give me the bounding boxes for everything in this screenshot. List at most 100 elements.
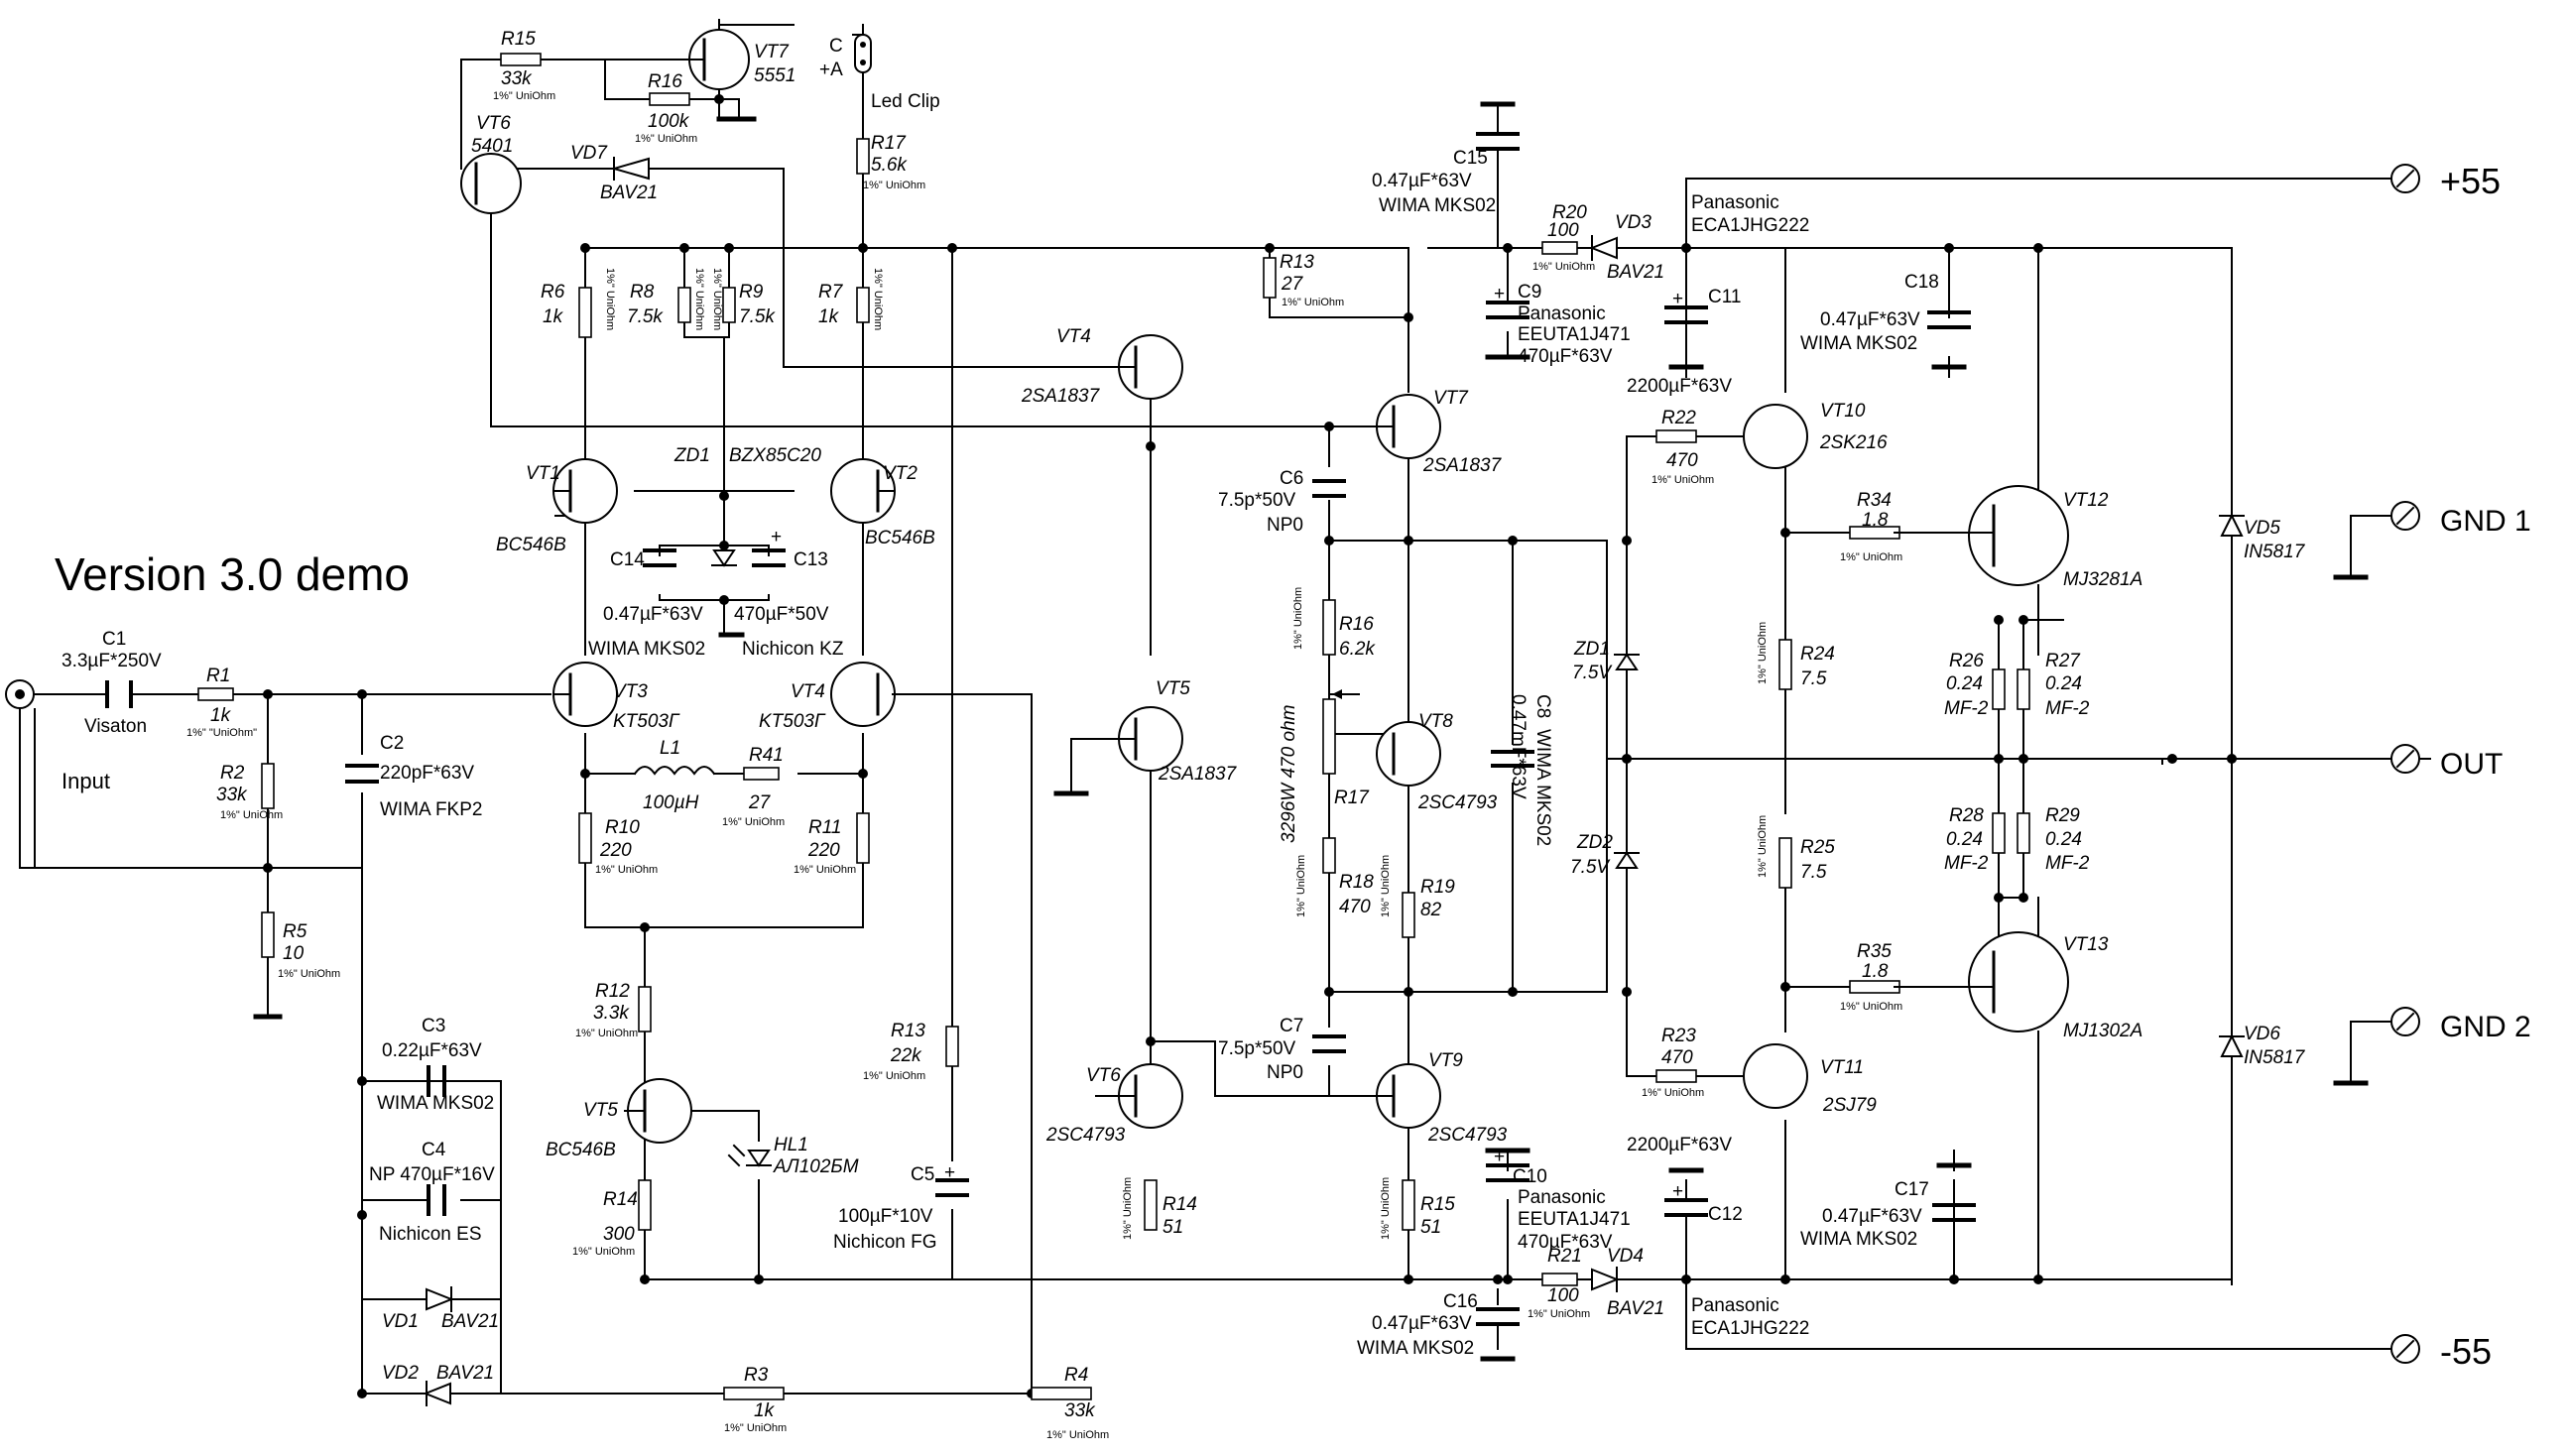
vt12-name: VT12 bbox=[2063, 490, 2109, 511]
c1-name: C1 bbox=[102, 629, 126, 650]
r34-value: 1.8 bbox=[1862, 510, 1889, 531]
r13a-value: 27 bbox=[1281, 274, 1304, 295]
vt3-part: KT503Г bbox=[613, 711, 680, 732]
r26-type: MF-2 bbox=[1944, 698, 1989, 719]
vt5a-name: VT5 bbox=[583, 1100, 618, 1121]
cap-c8 bbox=[1491, 750, 1534, 768]
vd2-part: BAV21 bbox=[436, 1363, 494, 1384]
r12-value: 3.3k bbox=[593, 1003, 630, 1024]
r1-note: 1%" "UniOhm" bbox=[186, 727, 257, 739]
r24-value: 7.5 bbox=[1800, 668, 1827, 689]
r9-note-a: 1%" UniOhm bbox=[711, 268, 723, 330]
r3-note: 1%" UniOhm bbox=[724, 1422, 787, 1434]
c16-name: C16 bbox=[1443, 1291, 1478, 1312]
vt8-part: 2SC4793 bbox=[1417, 792, 1498, 813]
vd7-part: BAV21 bbox=[600, 182, 658, 203]
c3-brand: WIMA MKS02 bbox=[377, 1093, 494, 1114]
r13b-value: 22k bbox=[890, 1045, 922, 1066]
vt6a-part: 5401 bbox=[471, 136, 513, 157]
resistor-r14a bbox=[638, 1179, 652, 1231]
c17-name: C17 bbox=[1895, 1179, 1929, 1200]
c3-value: 0.22µF*63V bbox=[382, 1040, 482, 1061]
r16b-note: 1%" UniOhm bbox=[1292, 587, 1304, 650]
resistor-r20 bbox=[1541, 241, 1578, 255]
r14a-value: 300 bbox=[603, 1224, 635, 1245]
r10-note: 1%" UniOhm bbox=[595, 864, 658, 876]
r7-value: 1k bbox=[818, 306, 840, 327]
diode-vd5 bbox=[2220, 513, 2244, 537]
vt5a-part: BC546B bbox=[546, 1140, 616, 1160]
r23-note: 1%" UniOhm bbox=[1642, 1087, 1704, 1099]
cap-c14 bbox=[643, 548, 676, 567]
r9-name: R9 bbox=[739, 282, 764, 303]
r15a-value: 33k bbox=[501, 68, 533, 89]
r5-value: 10 bbox=[283, 943, 305, 964]
r20-name: R20 bbox=[1552, 202, 1587, 223]
r5-name: R5 bbox=[283, 921, 307, 942]
label-input: Input bbox=[61, 769, 110, 793]
labels: Version 3.0 demo +55 -55 GND 1 GND 2 OUT… bbox=[55, 29, 2531, 1441]
diodes bbox=[361, 157, 2245, 1406]
c10-value: 470µF*63V bbox=[1518, 1232, 1613, 1253]
r17a-note: 1%" UniOhm bbox=[863, 180, 925, 191]
r24-note: 1%" UniOhm bbox=[1757, 622, 1769, 684]
r35-name: R35 bbox=[1857, 941, 1892, 962]
resistor-r19 bbox=[1402, 892, 1415, 938]
vertical-notes: 1%" UniOhm 1%" UniOhm 1%" UniOhm 1%" Uni… bbox=[604, 268, 884, 330]
resistor-r9 bbox=[722, 287, 736, 323]
c14-brand: WIMA MKS02 bbox=[588, 639, 705, 660]
resistor-r26 bbox=[1992, 668, 2006, 710]
vt1-part: BC546B bbox=[496, 535, 566, 555]
cap-c7 bbox=[1312, 1034, 1346, 1053]
label-out: OUT bbox=[2440, 748, 2503, 781]
label-gnd2: GND 2 bbox=[2440, 1011, 2531, 1043]
c4-value: NP 470µF*16V bbox=[369, 1164, 495, 1185]
r23-value: 470 bbox=[1661, 1047, 1693, 1068]
cap-c15 bbox=[1476, 132, 1520, 151]
inductor-l1 bbox=[633, 766, 716, 776]
pin-c: C bbox=[829, 36, 843, 57]
vt4-name: VT4 bbox=[791, 681, 825, 702]
label-gnd1: GND 1 bbox=[2440, 505, 2531, 538]
r5-note: 1%" UniOhm bbox=[278, 968, 340, 980]
r26-value: 0.24 bbox=[1946, 673, 1983, 694]
resistor-r12 bbox=[638, 986, 652, 1032]
c5-plus: + bbox=[944, 1162, 955, 1183]
r18-value: 470 bbox=[1339, 897, 1371, 917]
r20-note: 1%" UniOhm bbox=[1532, 261, 1595, 273]
c10-plus: + bbox=[1494, 1147, 1505, 1167]
label-minus55: -55 bbox=[2440, 1331, 2492, 1372]
label-plus55: +55 bbox=[2440, 161, 2501, 201]
c8-name: C8 bbox=[1532, 694, 1553, 718]
vt9-name: VT9 bbox=[1428, 1050, 1463, 1071]
r13b-note: 1%" UniOhm bbox=[863, 1070, 925, 1082]
zener-zd2 bbox=[1615, 851, 1639, 869]
resistor-r29 bbox=[2017, 812, 2030, 854]
resistor-r22 bbox=[1655, 429, 1697, 443]
cap-c12 bbox=[1664, 1198, 1708, 1217]
zener-zd1 bbox=[712, 549, 736, 567]
diode-vd6 bbox=[2220, 1033, 2244, 1057]
r18-name: R18 bbox=[1339, 872, 1374, 893]
r2-name: R2 bbox=[220, 763, 245, 784]
c9-brand: Panasonic bbox=[1518, 303, 1606, 324]
resistor-r6 bbox=[578, 287, 592, 338]
r17b-value: 3296W 470 ohm bbox=[1279, 705, 1299, 843]
r16a-value: 100k bbox=[648, 111, 690, 132]
resistor-r10 bbox=[578, 812, 592, 864]
r25-note: 1%" UniOhm bbox=[1757, 815, 1769, 878]
vt11-name: VT11 bbox=[1820, 1057, 1864, 1078]
resistor-r4 bbox=[1031, 1387, 1092, 1400]
c15-name: C15 bbox=[1453, 148, 1488, 169]
r2-value: 33k bbox=[216, 785, 248, 805]
led-clip-connector bbox=[854, 34, 872, 73]
r13a-note: 1%" UniOhm bbox=[1282, 297, 1344, 308]
r22-value: 470 bbox=[1666, 450, 1698, 471]
c18-brand: WIMA MKS02 bbox=[1800, 333, 1917, 354]
r35-value: 1.8 bbox=[1862, 961, 1889, 982]
polarity-marks: + + + + + + bbox=[771, 284, 1683, 1202]
c6-value: 7.5p*50V bbox=[1218, 490, 1296, 511]
r20-value: 100 bbox=[1547, 220, 1579, 241]
resistors bbox=[197, 53, 2030, 1400]
r9-value: 7.5k bbox=[739, 306, 776, 327]
